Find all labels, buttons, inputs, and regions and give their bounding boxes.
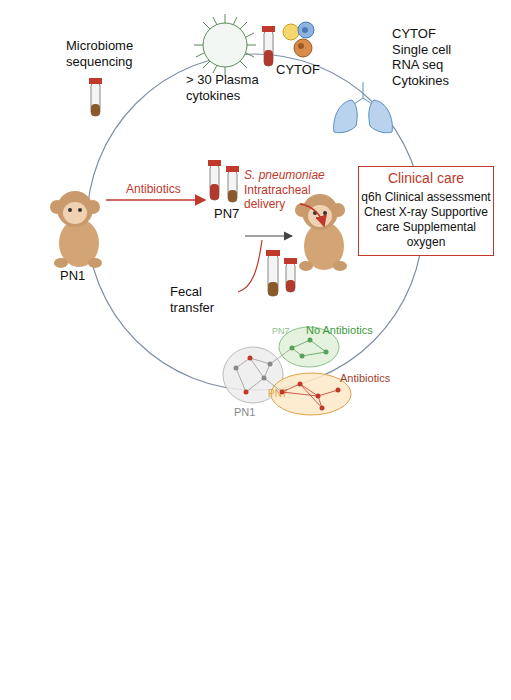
bacteria-icon (194, 14, 256, 76)
delivery-arrow (300, 204, 324, 226)
fecal-tubes (266, 250, 297, 296)
immune-cells (283, 22, 314, 57)
infant-monkey (50, 191, 102, 268)
cluster-label: No Antibiotics (306, 324, 373, 338)
cluster-label: PN1 (234, 406, 255, 420)
sample-tube (89, 78, 102, 116)
box-heading: Clinical care (361, 170, 491, 188)
clinical-box: Clinical care q6h Clinical assessment Che… (358, 166, 494, 256)
method-label: CYTOF Single cell RNA seq Cytokines (392, 26, 470, 88)
plasma-tube (262, 26, 275, 66)
method-label: Microbiome sequencing (66, 38, 161, 69)
cluster-label: Antibiotics (340, 372, 390, 386)
cluster-blob: PN7No Antibiotics (278, 326, 340, 368)
leader-line (238, 240, 262, 292)
infant-monkey (295, 194, 347, 271)
treatment-label: Antibiotics (126, 182, 206, 196)
timepoint-label: PN7 (214, 206, 254, 222)
treatment-arrow (106, 199, 205, 201)
procedure-label: Fecal transfer (170, 284, 240, 315)
method-label: > 30 Plasma cytokines (186, 72, 268, 103)
timepoint-label: PN1 (60, 268, 100, 284)
cluster-label: PN7 (272, 326, 290, 337)
route-label: Intratracheal delivery (244, 183, 322, 212)
method-label: CYTOF (276, 62, 336, 78)
pathogen-label: S. pneumoniae (244, 168, 344, 182)
lungs-icon (334, 82, 393, 133)
cluster-label: PN7 (268, 388, 287, 401)
pn7-tubes (208, 160, 239, 202)
transfer-arrow (245, 235, 292, 236)
cluster-blob: PN7Antibiotics (270, 372, 352, 416)
box-body: q6h Clinical assessment Chest X-ray Supp… (361, 190, 491, 250)
